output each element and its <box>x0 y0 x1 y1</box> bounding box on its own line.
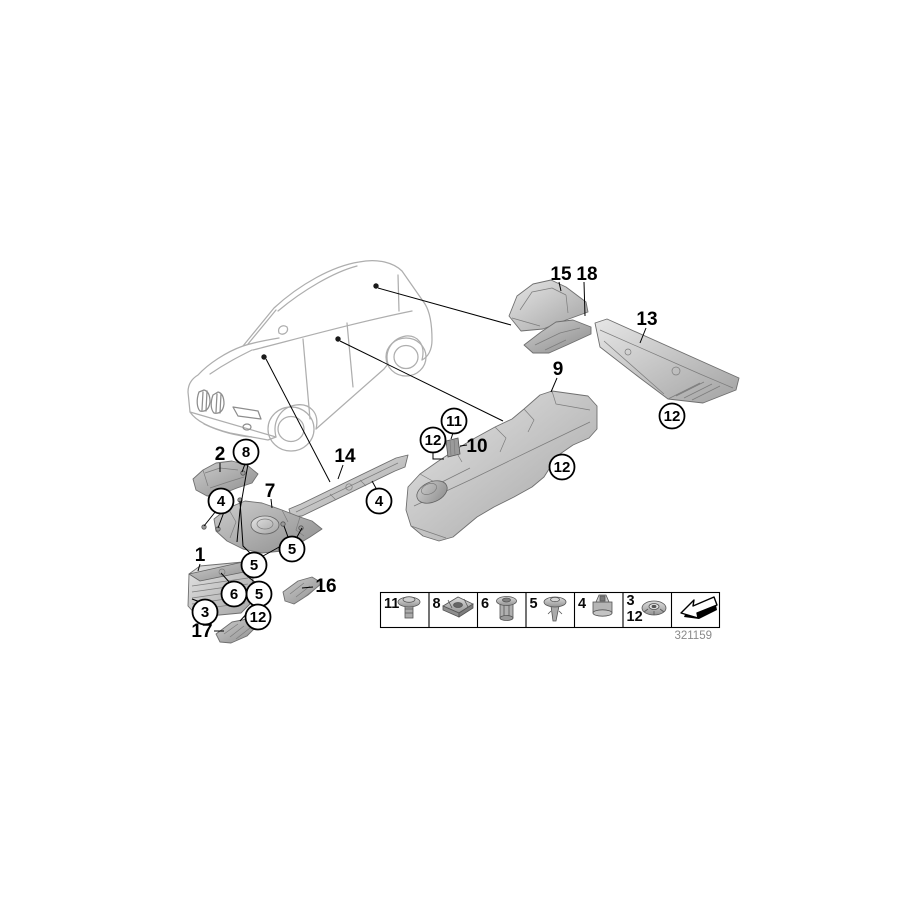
callout-circled-12[interactable]: 12 <box>658 402 686 430</box>
callout-17[interactable]: 17 <box>191 621 212 642</box>
svg-text:5: 5 <box>530 596 538 612</box>
part-15-shape[interactable] <box>508 279 589 332</box>
callout-circled-6[interactable]: 6 <box>220 580 248 608</box>
svg-text:12: 12 <box>554 459 571 476</box>
svg-text:12: 12 <box>627 609 643 625</box>
car-point-front <box>261 354 267 360</box>
svg-text:6: 6 <box>481 596 489 612</box>
svg-text:12: 12 <box>425 432 442 449</box>
svg-text:8: 8 <box>242 444 250 461</box>
svg-text:12: 12 <box>250 609 267 626</box>
car-point-rear <box>373 283 379 289</box>
cage-nut-icon <box>442 596 474 618</box>
callout-circled-12[interactable]: 12 <box>548 453 576 481</box>
car-point-middle <box>335 336 341 342</box>
callout-1[interactable]: 1 <box>195 545 206 566</box>
plain-callouts: 1 2 7 9 10 13 14 15 16 17 18 <box>191 264 657 642</box>
svg-text:4: 4 <box>375 493 384 510</box>
svg-text:5: 5 <box>250 557 258 574</box>
callout-circled-12[interactable]: 12 <box>419 426 447 454</box>
svg-text:6: 6 <box>230 586 238 603</box>
part-16-shape[interactable] <box>282 576 323 605</box>
plastic-nut-icon <box>592 594 613 617</box>
callout-2[interactable]: 2 <box>215 444 226 465</box>
svg-text:4: 4 <box>578 596 586 612</box>
legend-cell-4[interactable]: 4 <box>578 594 613 617</box>
legend-cell-8[interactable]: 8 <box>433 596 474 618</box>
part-13-shape[interactable] <box>594 318 740 404</box>
legend-cell-11[interactable]: 11 <box>384 596 421 619</box>
part-10-shape[interactable] <box>445 437 461 458</box>
drawing-number: 321159 <box>674 630 712 642</box>
svg-text:5: 5 <box>288 541 296 558</box>
svg-text:3: 3 <box>201 604 209 621</box>
svg-text:11: 11 <box>446 413 462 430</box>
body-nut-washer-icon <box>641 600 667 616</box>
legend-cell-arrow[interactable] <box>680 596 718 619</box>
fastener-marks <box>201 470 304 532</box>
callout-circled-4[interactable]: 4 <box>365 487 393 515</box>
callout-circled-5[interactable]: 5 <box>240 551 268 579</box>
callout-circled-3[interactable]: 3 <box>191 598 219 626</box>
fastener-legend: 11 8 6 <box>379 591 721 642</box>
legend-cell-3-12[interactable]: 3 12 <box>627 593 667 625</box>
svg-text:12: 12 <box>664 408 681 425</box>
svg-text:8: 8 <box>433 596 441 612</box>
expansion-clip-icon <box>543 596 567 622</box>
part-18-shape[interactable] <box>523 319 592 354</box>
callout-13[interactable]: 13 <box>636 309 657 330</box>
car-reference-leaders <box>261 283 512 483</box>
callout-10[interactable]: 10 <box>466 436 487 457</box>
circled-callouts: 3 4 4 5 5 5 6 8 <box>191 402 686 631</box>
svg-text:11: 11 <box>384 596 399 612</box>
legend-cell-5[interactable]: 5 <box>530 596 567 622</box>
callout-9[interactable]: 9 <box>553 359 564 380</box>
callout-15[interactable]: 15 <box>550 264 572 285</box>
callout-7[interactable]: 7 <box>265 481 276 502</box>
callout-16[interactable]: 16 <box>315 576 336 597</box>
continuation-arrow-icon <box>680 596 718 619</box>
callout-14[interactable]: 14 <box>334 446 356 467</box>
svg-text:3: 3 <box>627 593 635 609</box>
hex-bolt-icon <box>397 596 421 619</box>
callout-18[interactable]: 18 <box>576 264 597 285</box>
callout-circled-5[interactable]: 5 <box>278 535 306 563</box>
expanding-rivet-icon <box>496 596 517 621</box>
callout-circled-12[interactable]: 12 <box>244 603 272 631</box>
svg-text:5: 5 <box>255 586 263 603</box>
callout-circled-5[interactable]: 5 <box>245 580 273 608</box>
svg-text:4: 4 <box>217 493 226 510</box>
part-9-shape[interactable] <box>405 390 598 542</box>
callout-circled-11[interactable]: 11 <box>440 407 468 435</box>
callout-circled-4[interactable]: 4 <box>207 487 235 515</box>
legend-cell-6[interactable]: 6 <box>481 596 517 621</box>
car-outline-icon <box>187 259 433 452</box>
callout-circled-8[interactable]: 8 <box>232 438 260 466</box>
